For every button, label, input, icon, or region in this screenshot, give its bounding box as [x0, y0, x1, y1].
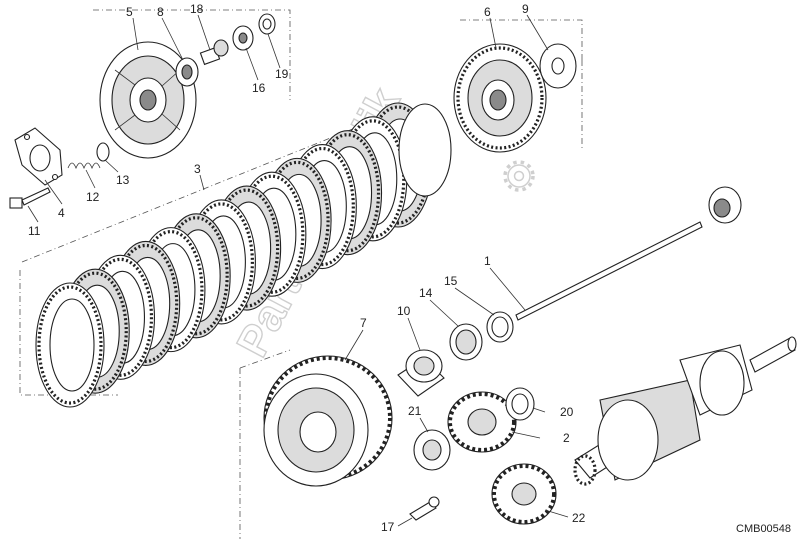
clutch-plate: [35, 282, 105, 408]
screw-11: [9, 187, 51, 209]
callout-2: 2: [563, 431, 570, 445]
crankshaft: [573, 336, 797, 486]
spring-12: [67, 162, 101, 170]
callout-5: 5: [126, 5, 133, 19]
callout-1: 1: [484, 254, 491, 268]
callout-13: 13: [116, 173, 130, 187]
bearing-8: [175, 57, 199, 87]
gear-22: [491, 463, 557, 525]
pushrod-1: [515, 186, 742, 321]
washer-19: [258, 13, 276, 35]
callout-19: 19: [275, 67, 289, 81]
primary-driven-gear-7: [263, 355, 393, 487]
callout-17: 17: [381, 520, 395, 534]
callout-8: 8: [157, 5, 164, 19]
callout-11: 11: [28, 224, 41, 238]
needle-bearing-14: [449, 323, 483, 361]
nut-16: [232, 25, 254, 51]
leader-lines: [27, 14, 569, 527]
callout-4: 4: [58, 206, 65, 220]
screw-17: [409, 496, 440, 521]
bolt-18: [199, 39, 229, 66]
callout-3: 3: [194, 162, 201, 176]
washer-9: [539, 43, 577, 89]
callout-22: 22: [572, 511, 586, 525]
callout-20: 20: [560, 405, 574, 419]
drawing-code: CMB00548: [736, 523, 791, 535]
callout-9: 9: [522, 2, 529, 16]
watermark-gear-icon: [503, 160, 535, 192]
bushing-15: [486, 311, 514, 343]
pressure-plate-cover: [99, 41, 197, 159]
callout-14: 14: [419, 286, 433, 300]
spring-ring: [398, 103, 452, 197]
callout-21: 21: [408, 404, 422, 418]
callouts: 5 8 18 16 19 6 9 3 13 12 4 11 1 15 14 10…: [28, 2, 586, 534]
callout-12: 12: [86, 190, 100, 204]
callout-18: 18: [190, 2, 204, 16]
callout-7: 7: [360, 316, 367, 330]
assembly-frames: [19, 9, 583, 539]
callout-15: 15: [444, 274, 458, 288]
callout-16: 16: [252, 81, 266, 95]
clutch-plate-stack: [35, 102, 452, 408]
bushing-21: [413, 429, 451, 471]
washer-20: [505, 387, 535, 421]
clutch-drum-6: [453, 43, 547, 153]
washer-13: [96, 142, 110, 162]
callout-10: 10: [397, 304, 411, 318]
callout-6: 6: [484, 5, 491, 19]
gear-2: [447, 391, 517, 453]
cap-plate-4: [14, 127, 63, 186]
sleeve-10: [397, 349, 445, 397]
